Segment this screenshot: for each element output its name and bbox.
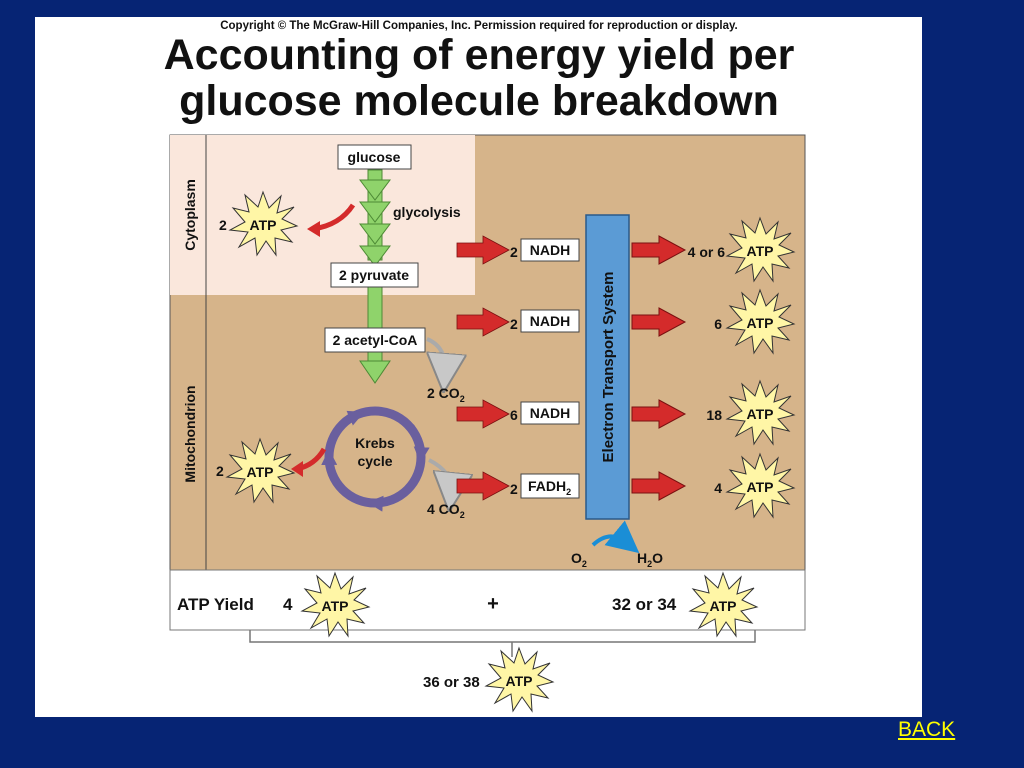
energy-yield-figure: Copyright © The McGraw-Hill Companies, I… [35,17,922,717]
svg-text:NADH: NADH [530,242,570,258]
svg-text:4 or 6: 4 or 6 [688,244,726,260]
cytoplasm-label: Cytoplasm [182,179,198,251]
svg-text:6: 6 [510,407,518,423]
svg-text:ATP: ATP [747,243,774,259]
pyruvate-box: 2 pyruvate [331,263,418,287]
svg-text:2: 2 [510,244,518,260]
svg-text:18: 18 [706,407,722,423]
svg-text:ATP: ATP [747,479,774,495]
atp-yield-row: ATP Yield 4 ATP + 32 or 34 ATP [170,570,805,636]
svg-text:6: 6 [714,316,722,332]
svg-text:ATP: ATP [247,464,274,480]
mitochondrion-label: Mitochondrion [182,385,198,482]
svg-text:2: 2 [219,217,227,233]
svg-text:2: 2 [510,316,518,332]
total-atp: 36 or 38 ATP [423,648,553,711]
svg-text:+: + [487,593,499,615]
svg-text:ATP: ATP [747,315,774,331]
svg-text:4: 4 [283,595,293,614]
svg-text:Krebs: Krebs [355,435,395,451]
svg-text:2: 2 [216,463,224,479]
svg-text:2 pyruvate: 2 pyruvate [339,267,409,283]
svg-text:ATP: ATP [506,673,533,689]
electron-transport-system: Electron Transport System [586,215,629,519]
svg-text:32 or 34: 32 or 34 [612,595,677,614]
svg-text:ATP: ATP [710,598,737,614]
svg-text:ATP: ATP [322,598,349,614]
acetyl-coa-box: 2 acetyl-CoA [325,328,425,352]
svg-text:glucose: glucose [348,149,401,165]
svg-text:cycle: cycle [357,453,392,469]
svg-text:ATP: ATP [250,217,277,233]
svg-text:4: 4 [714,480,722,496]
svg-text:ATP Yield: ATP Yield [177,595,254,614]
figure-title-line1: Accounting of energy yield per [164,31,795,79]
glycolysis-label: glycolysis [393,204,461,220]
svg-text:NADH: NADH [530,405,570,421]
svg-text:Electron Transport System: Electron Transport System [600,272,617,463]
figure-title-line2: glucose molecule breakdown [179,77,779,125]
svg-text:2 acetyl-CoA: 2 acetyl-CoA [333,332,418,348]
svg-text:ATP: ATP [747,406,774,422]
svg-text:2: 2 [510,481,518,497]
glucose-box: glucose [338,145,411,169]
svg-text:NADH: NADH [530,313,570,329]
back-link[interactable]: BACK [898,718,955,742]
svg-text:36 or 38: 36 or 38 [423,674,480,691]
